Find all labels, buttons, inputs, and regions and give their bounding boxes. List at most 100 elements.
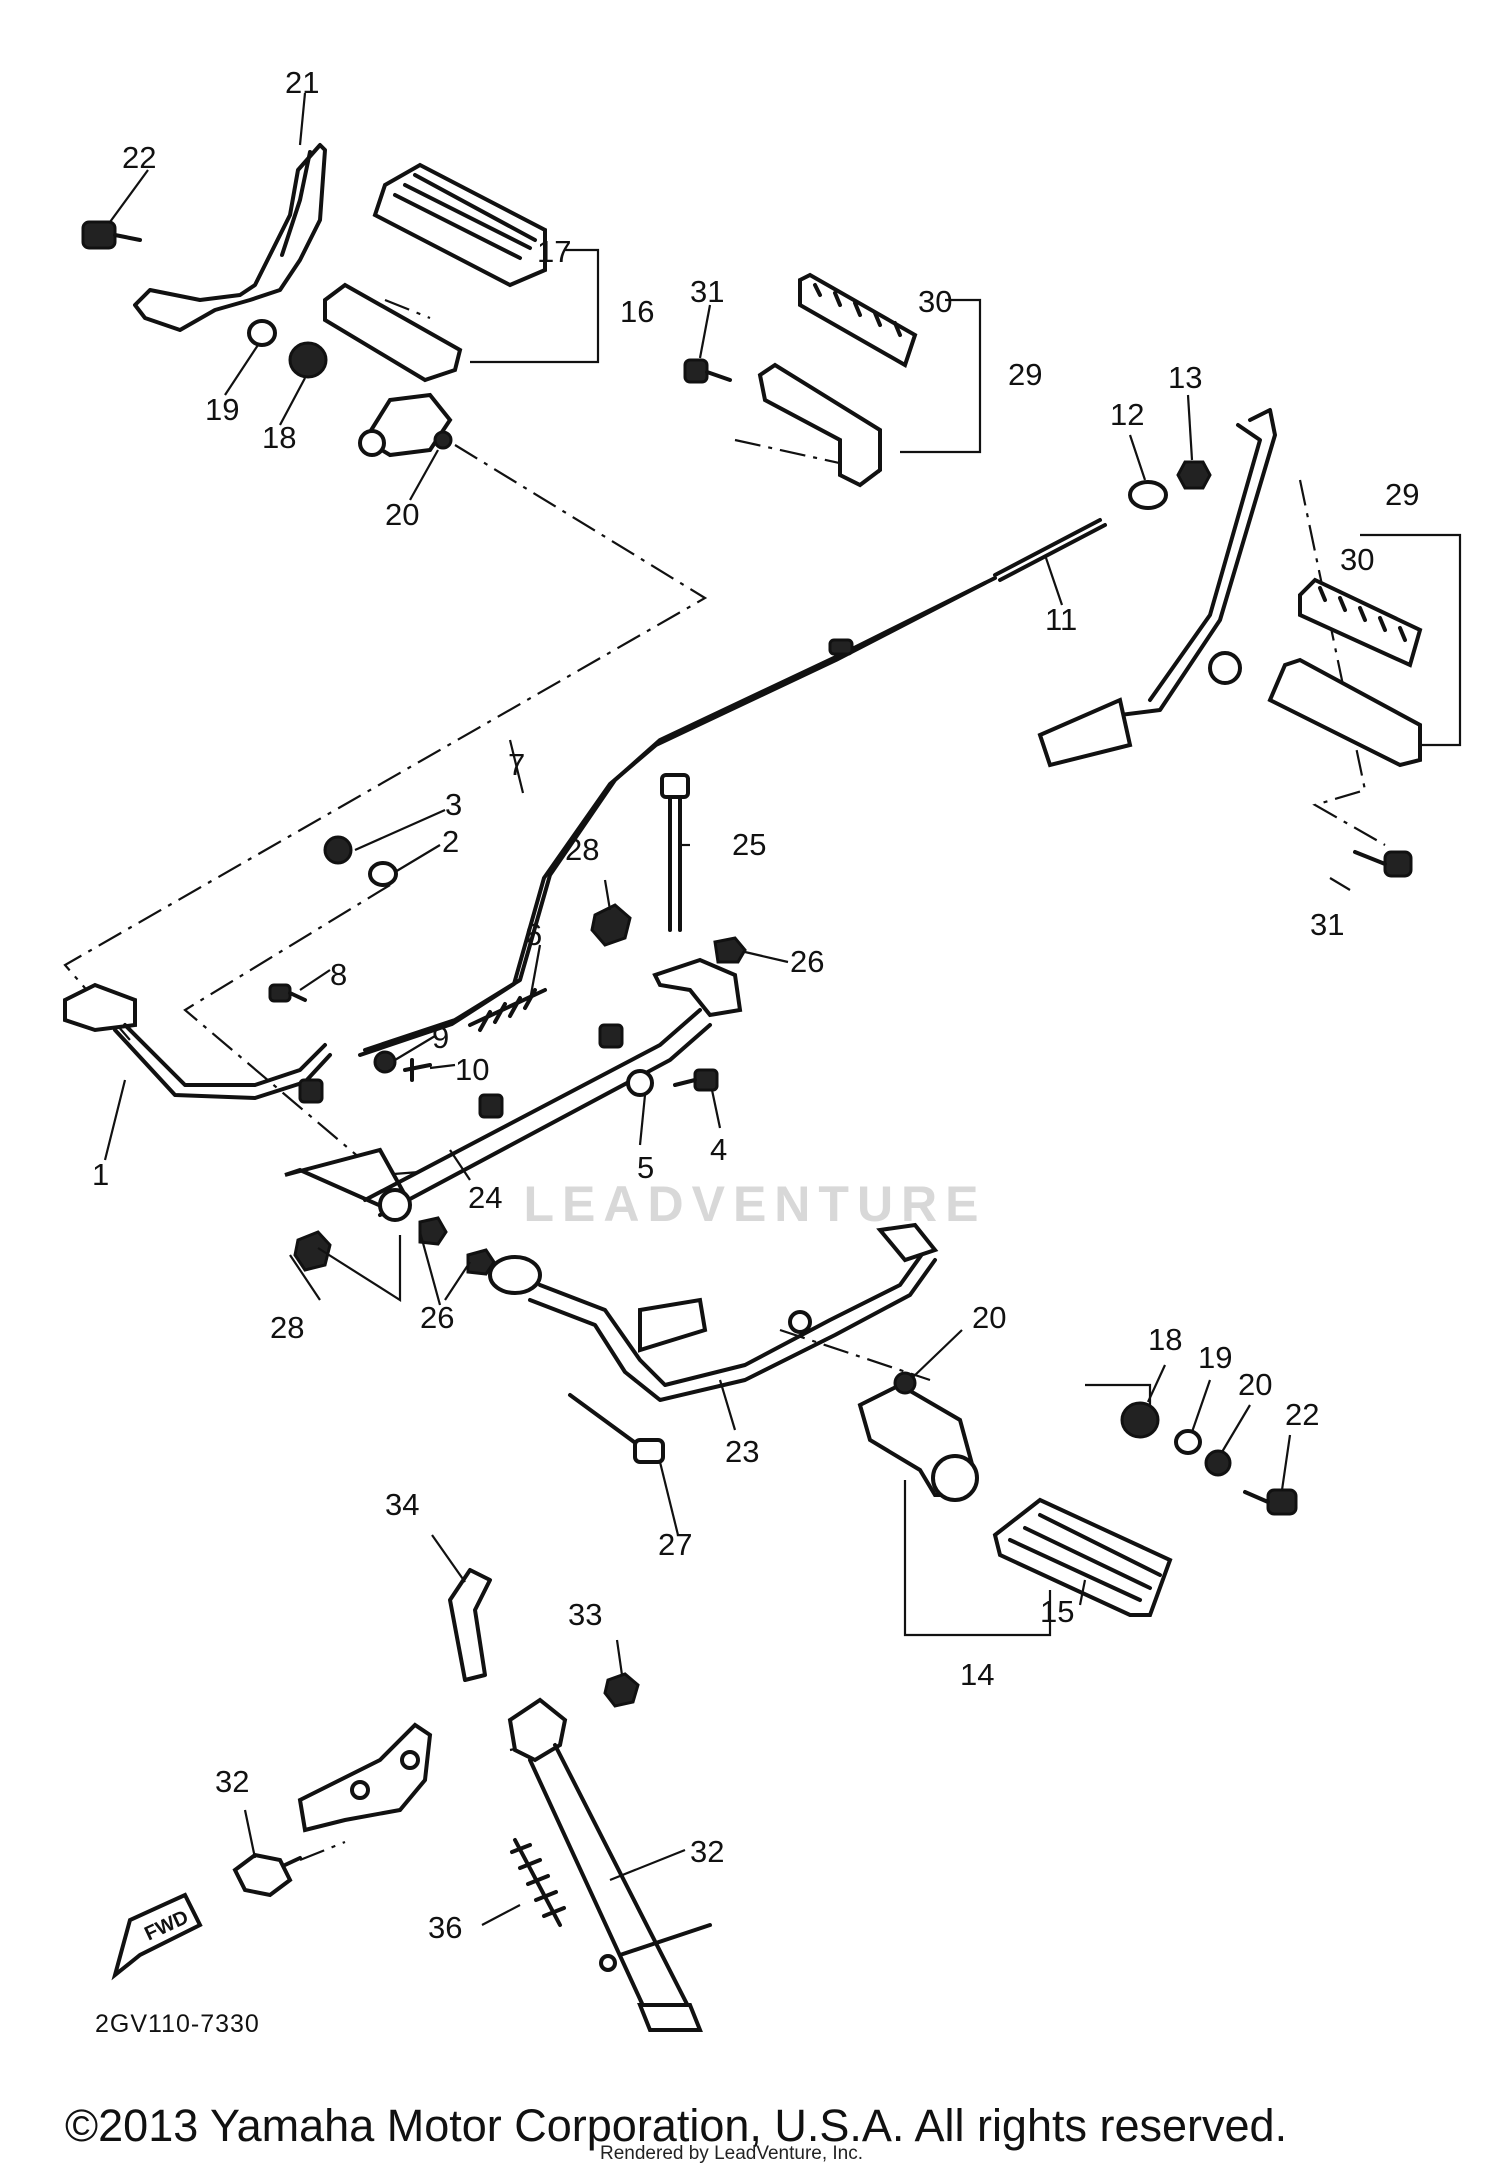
callout-29: 29: [1008, 357, 1042, 392]
part-30-footrest-rubber: [798, 272, 918, 368]
part-29-passenger-footrest: [757, 362, 882, 488]
part-3-nut: [323, 835, 353, 865]
callout-6: 6: [525, 917, 542, 952]
part-11-rod: [993, 518, 1107, 582]
part-30-footrest-rubber-right: [1298, 577, 1423, 668]
rear-footrest-bracket-right: [1037, 408, 1277, 768]
part-1-brake-pedal: [63, 982, 332, 1100]
part-5-washer: [626, 1069, 654, 1097]
callout-27: 27: [658, 1527, 692, 1562]
part-32-sidestand: [507, 1697, 712, 2032]
callout-32: 32: [690, 1834, 724, 1869]
part-21-heel-guard: [133, 143, 327, 332]
callout-36: 36: [428, 1910, 462, 1945]
callout-34: 33: [568, 1597, 602, 1632]
callout-1: 1: [92, 1157, 109, 1192]
callout-33: 32: [215, 1764, 249, 1799]
part-34-nut: [603, 1672, 640, 1708]
callout-18: 18: [262, 420, 296, 455]
part-20-washer-mid: [893, 1371, 917, 1395]
part-19-bushing: [1174, 1429, 1202, 1455]
callout-15: 15: [1040, 1594, 1074, 1629]
part-28-nut-lower: [293, 1230, 332, 1272]
part-24-bracket: [284, 957, 743, 1222]
fwd-arrow: FWD: [111, 1892, 203, 1981]
part-9-pin: [373, 1050, 397, 1074]
part-22-bolt-lower: [1243, 1488, 1298, 1516]
part-16-footrest: [323, 282, 463, 458]
part-27-bolt: [568, 1393, 665, 1464]
part-18-bushing: [1120, 1401, 1160, 1439]
callout-4: 4: [710, 1132, 727, 1167]
part-20-washer: [433, 430, 453, 450]
diagram-code: 2GV110-7330: [95, 2010, 260, 2038]
callout-20-mid: 20: [972, 1300, 1006, 1335]
callout-11: 11: [1045, 602, 1077, 637]
callout-28: 28: [565, 832, 599, 867]
callout-8: 8: [330, 957, 347, 992]
part-15-footrest-rubber: [992, 1497, 1173, 1617]
callout-10: 10: [455, 1052, 489, 1087]
callout-24: 24: [468, 1180, 502, 1215]
copyright-notice: ©2013 Yamaha Motor Corporation, U.S.A. A…: [65, 2100, 1288, 2151]
callout-16: 16: [620, 294, 654, 329]
part-13-nut: [1176, 460, 1212, 490]
callout-30: 30: [918, 284, 952, 319]
callout-numbers: 21 22 17 16 19 18 20 31 30 29 12 13 29 3…: [92, 65, 1419, 1945]
callout-35: 34: [385, 1487, 419, 1522]
part-7-brake-rod: [358, 576, 997, 1057]
callout-25: 25: [732, 827, 766, 862]
callout-28-lower: 28: [270, 1310, 304, 1345]
sidestand-bracket: [297, 1722, 433, 1833]
part-31-bolt-right: [1353, 850, 1413, 878]
part-29-passenger-footrest-right: [1267, 657, 1422, 768]
part-35-hook: [448, 1568, 492, 1682]
alignment-lines: [63, 298, 1386, 1862]
part-33-switch: [232, 1852, 302, 1898]
callout-26: 26: [790, 944, 824, 979]
part-25-bolt: [660, 773, 690, 932]
callout-22: 22: [122, 140, 156, 175]
callout-7: 7: [508, 747, 525, 782]
part-19-18-bushings: [247, 319, 328, 379]
part-31-bolt: [683, 358, 732, 384]
callout-23: 23: [725, 1434, 759, 1469]
part-12-pin: [1128, 480, 1168, 510]
callout-21: 21: [285, 65, 319, 100]
bracket-leaders: [470, 248, 1462, 1637]
callout-2: 2: [442, 824, 459, 859]
callout-31: 31: [690, 274, 724, 309]
callout-30-right: 30: [1340, 542, 1374, 577]
part-8-bolt: [268, 983, 307, 1003]
part-26-nut: [713, 936, 747, 964]
callout-20: 20: [385, 497, 419, 532]
part-23-bracket: [488, 1222, 939, 1402]
part-6-spring: [468, 988, 547, 1032]
callout-22-lower: 22: [1285, 1397, 1319, 1432]
part-28-nut: [590, 903, 632, 947]
part-4-bolt: [673, 1068, 719, 1092]
part-26-nut-lower: [418, 1216, 448, 1246]
callout-13: 13: [1168, 360, 1202, 395]
callout-19-lower: 19: [1198, 1340, 1232, 1375]
callout-20-lower: 20: [1238, 1367, 1272, 1402]
callout-19: 19: [205, 392, 239, 427]
callout-18-lower: 18: [1148, 1322, 1182, 1357]
callout-26-lower: 26: [420, 1300, 454, 1335]
part-10-cotter-pin: [403, 1058, 432, 1082]
part-17-footrest-rubber: [372, 162, 547, 288]
part-14-footrest: [857, 1382, 979, 1502]
part-22-bolt: [81, 220, 142, 250]
callout-9: 9: [432, 1020, 449, 1055]
callout-29-right: 29: [1385, 477, 1419, 512]
callout-31-right: 31: [1310, 907, 1344, 942]
watermark: LEADVENTURE: [523, 1176, 987, 1232]
part-2-washer: [368, 861, 398, 887]
callout-12: 12: [1110, 397, 1144, 432]
part-36-spring: [510, 1838, 566, 1927]
callout-14: 14: [960, 1657, 994, 1692]
callout-leaders: [103, 92, 1351, 1926]
callout-17: 17: [537, 234, 571, 269]
callout-3: 3: [445, 787, 462, 822]
